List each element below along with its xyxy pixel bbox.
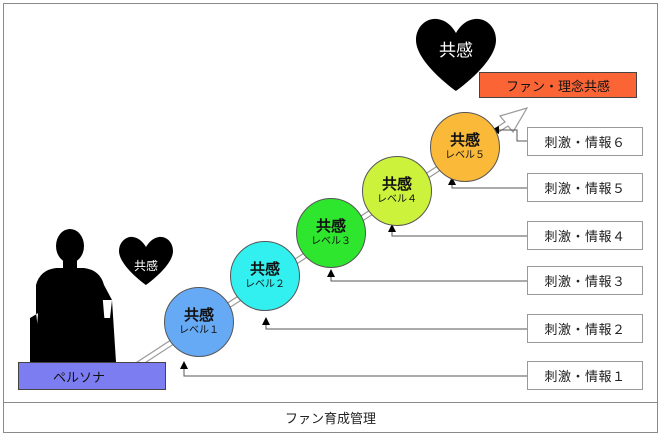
level-sub: レベル５	[445, 150, 485, 161]
level-title: 共感	[315, 217, 346, 235]
level-sub: レベル１	[179, 325, 219, 336]
stimulus-box-3: 刺激・情報３	[527, 266, 643, 295]
level-sub: レベル２	[245, 279, 285, 290]
stimulus-box-2: 刺激・情報２	[527, 314, 643, 343]
persona-silhouette-icon	[30, 229, 116, 362]
persona-box: ペルソナ	[18, 362, 166, 390]
connector-3	[327, 269, 527, 282]
small-heart-label: 共感	[133, 259, 158, 273]
connector-1	[180, 361, 527, 377]
level-circle-4: 共感 レベル４	[362, 156, 432, 226]
goal-box: ファン・理念共感	[479, 72, 637, 98]
level-circle-5: 共感 レベル５	[430, 112, 500, 182]
connector-2	[262, 317, 527, 330]
level-circle-2: 共感 レベル２	[230, 241, 300, 311]
level-title: 共感	[381, 175, 412, 193]
persona-label: ペルソナ	[53, 370, 106, 386]
connector-4	[388, 224, 527, 237]
footer-caption: ファン育成管理	[3, 402, 658, 433]
small-heart-icon	[119, 236, 173, 285]
connector-6	[491, 126, 527, 142]
connector-5	[448, 177, 527, 189]
level-sub: レベル４	[377, 194, 417, 205]
big-heart-icon	[416, 18, 496, 91]
level-sub: レベル３	[311, 236, 351, 247]
stimulus-box-4: 刺激・情報４	[527, 221, 643, 250]
level-circle-1: 共感 レベル１	[164, 287, 234, 357]
level-title: 共感	[183, 306, 214, 324]
stimulus-box-6: 刺激・情報６	[527, 127, 643, 156]
connector-lines	[180, 126, 527, 377]
stimulus-box-5: 刺激・情報５	[527, 173, 643, 202]
footer-label: ファン育成管理	[284, 412, 376, 427]
stimulus-box-1: 刺激・情報１	[527, 361, 643, 390]
big-heart-label: 共感	[439, 41, 473, 61]
level-title: 共感	[449, 131, 480, 149]
goal-label: ファン・理念共感	[505, 79, 610, 95]
level-circle-3: 共感 レベル３	[296, 198, 366, 268]
level-title: 共感	[249, 260, 280, 278]
